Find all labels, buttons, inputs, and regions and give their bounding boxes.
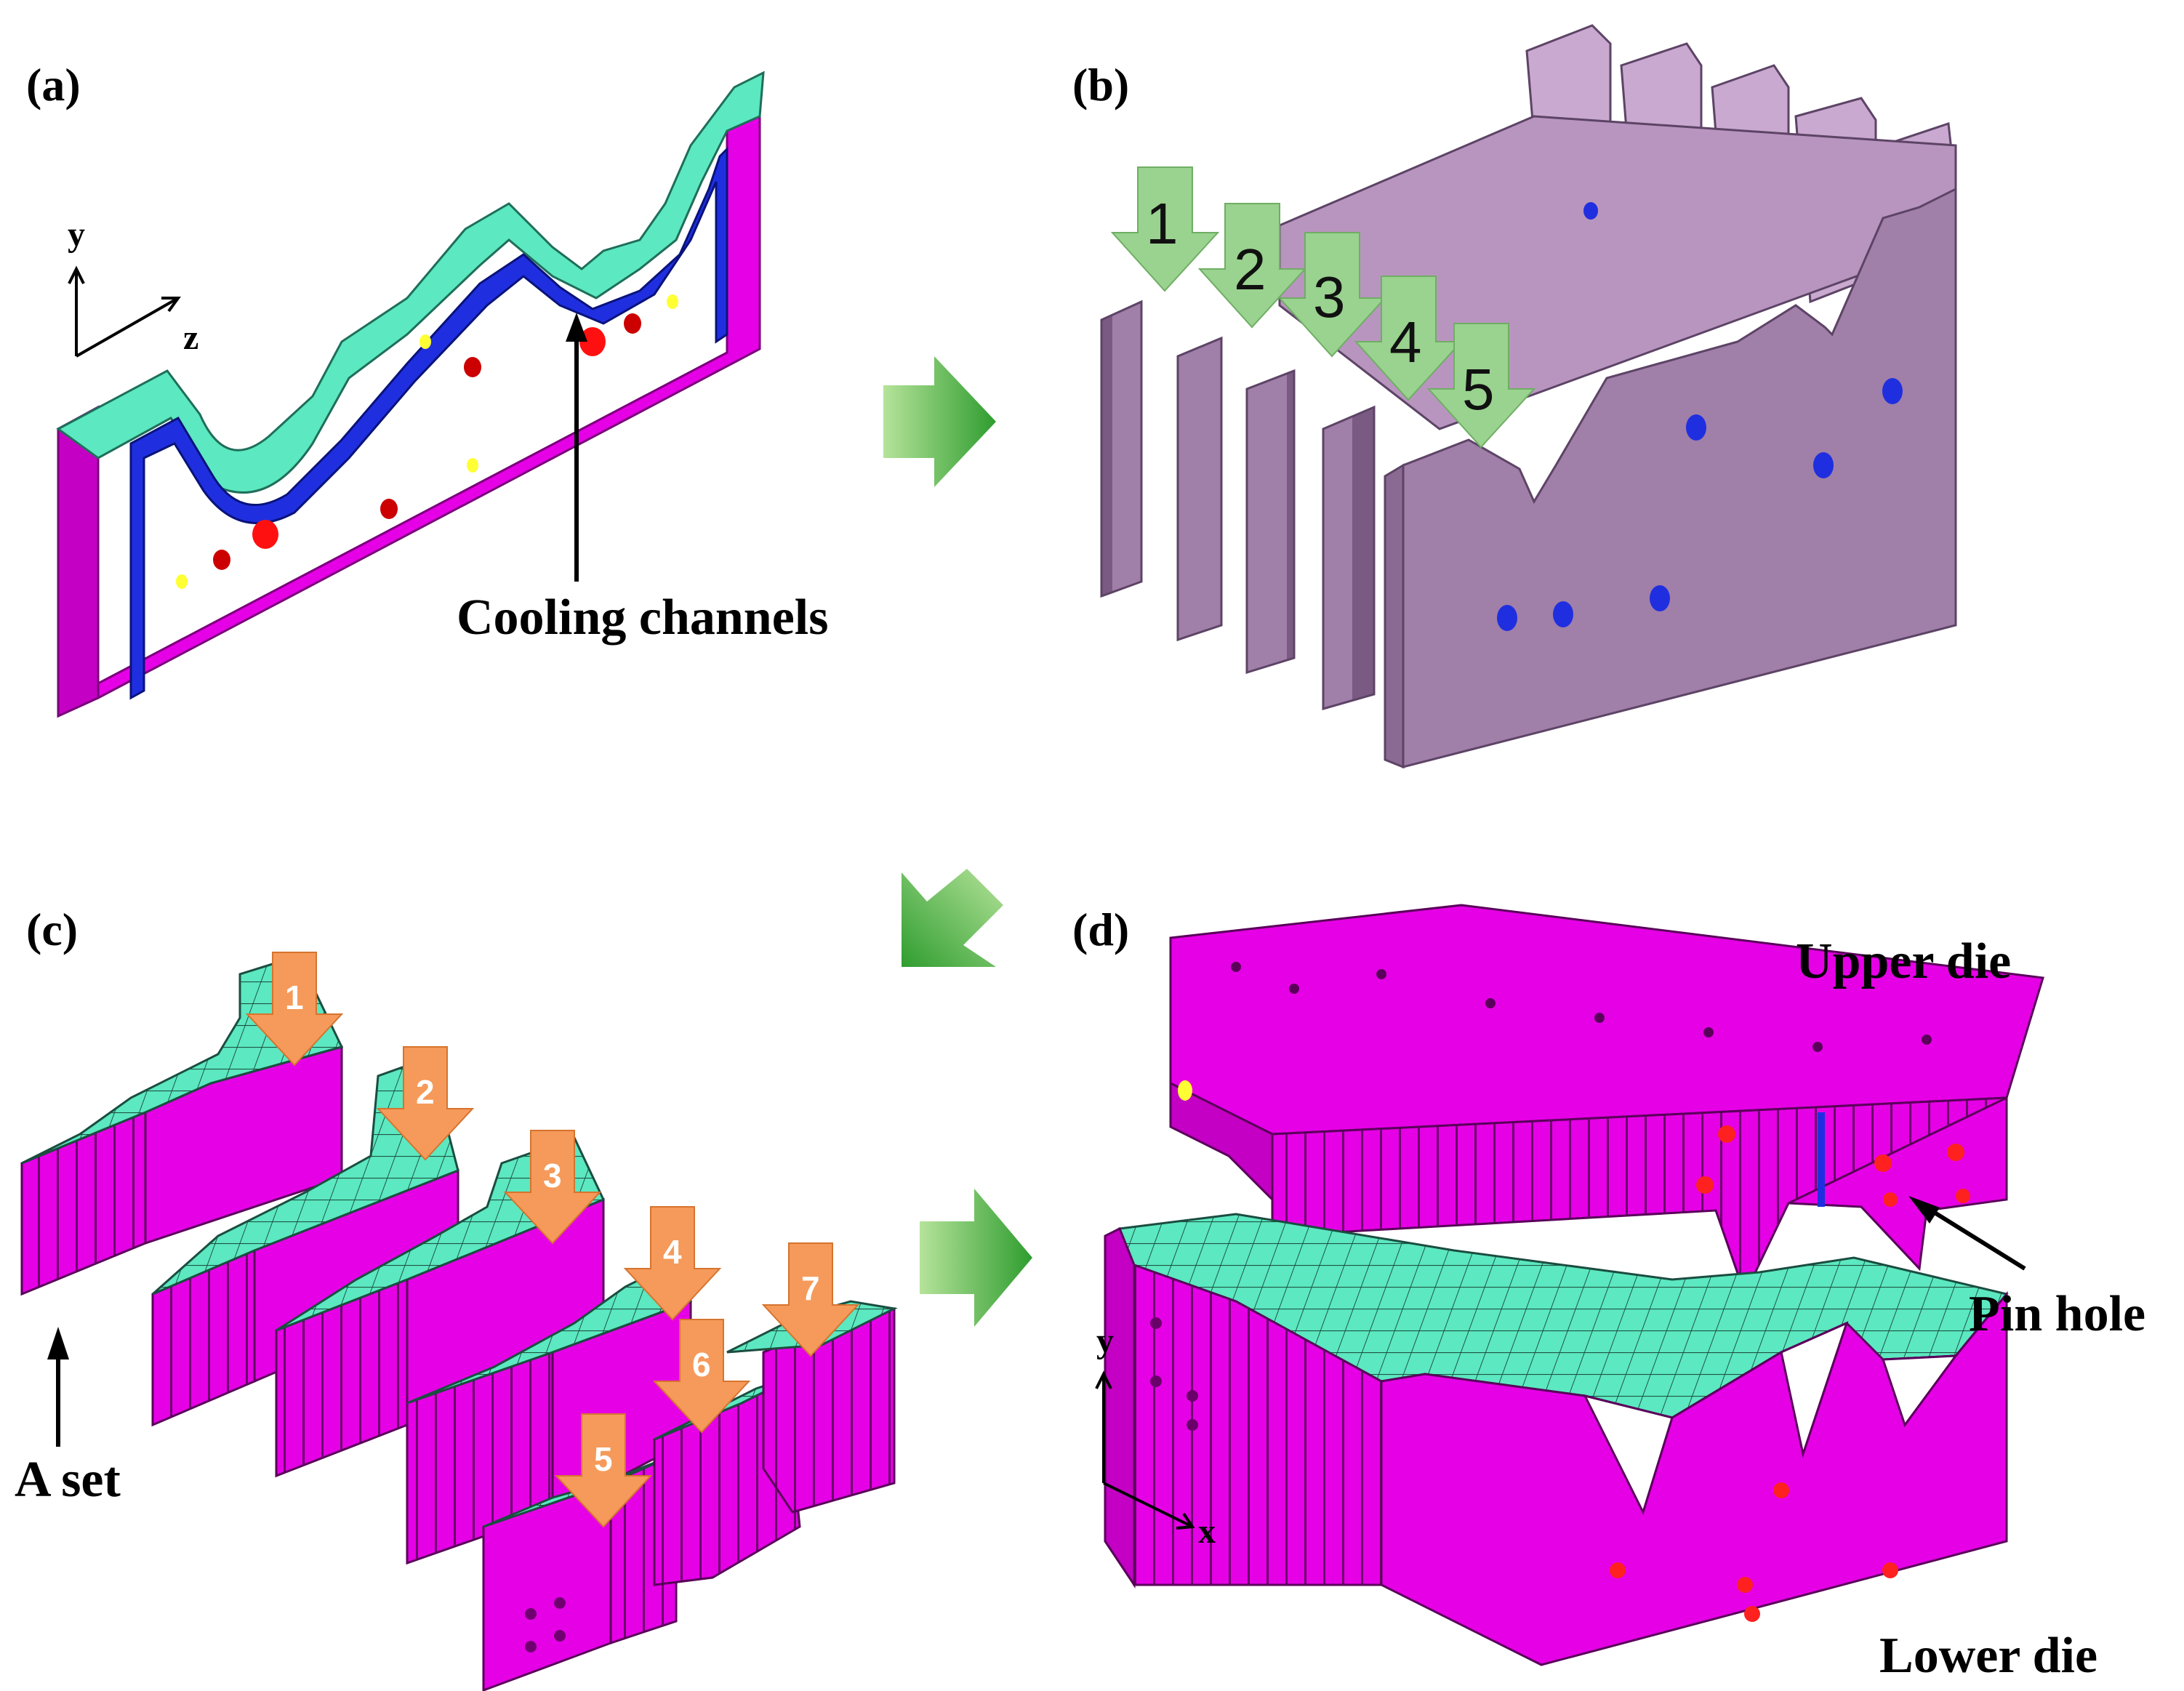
step-b-3: 3 [1313, 265, 1346, 329]
panel-b-label: (b) [1072, 59, 1129, 111]
panel-d: (d) [1072, 904, 2145, 1684]
step-b-2: 2 [1234, 237, 1266, 302]
lower-die-label: Lower die [1879, 1628, 2097, 1684]
cooling-channels-arrow [566, 313, 587, 582]
panel-d-axes [1095, 1370, 1195, 1530]
pin-hole-arrow [1908, 1196, 2026, 1271]
step-c-2: 2 [416, 1073, 435, 1111]
plate-front-face [1402, 187, 1957, 768]
step-b-4: 4 [1389, 310, 1422, 374]
cooling-channels-label: Cooling channels [457, 590, 829, 646]
die-top-surface [56, 71, 765, 494]
panel-a-holes [176, 294, 678, 589]
upper-die [1169, 904, 2044, 1297]
axis-x-label-d: x [1198, 1512, 1216, 1551]
step-c-7: 7 [801, 1269, 820, 1307]
orange-step-numbers: 1 2 3 4 5 6 7 [285, 979, 820, 1478]
cooling-channel-band [129, 146, 728, 700]
panel-b-holes [1497, 202, 1903, 631]
axis-z-label: z [183, 318, 198, 357]
upper-die-label: Upper die [1796, 933, 2011, 989]
panel-c-label: (c) [26, 904, 78, 955]
axis-y-label-d: y [1096, 1322, 1114, 1360]
lower-die [1104, 1213, 2009, 1666]
die-set-3 [275, 1136, 606, 1478]
panel-b: (b) [1072, 24, 1957, 769]
step-c-1: 1 [285, 979, 304, 1016]
pin-hole-label: Pin hole [1969, 1286, 2145, 1342]
flow-arrow-a-to-b [883, 356, 996, 487]
a-set-label: A set [15, 1452, 121, 1508]
plate-stack [1100, 24, 1957, 769]
orange-step-arrows [245, 952, 860, 1528]
step-c-6: 6 [692, 1346, 711, 1383]
green-step-arrows [1110, 166, 1536, 449]
axis-y-label: y [68, 215, 85, 254]
green-step-numbers: 1 2 3 4 5 [1146, 191, 1495, 422]
step-c-5: 5 [594, 1440, 613, 1478]
die-set-1 [20, 955, 344, 1296]
panel-c: (c) [15, 904, 898, 1691]
flow-arrow-b-to-c [902, 869, 1003, 967]
panel-a-axes [68, 265, 181, 358]
step-b-1: 1 [1146, 191, 1179, 256]
flow-arrow-c-to-d [920, 1189, 1032, 1327]
step-c-3: 3 [543, 1157, 562, 1194]
step-b-5: 5 [1462, 357, 1495, 422]
step-c-4: 4 [663, 1233, 682, 1271]
panel-a-label: (a) [26, 59, 81, 111]
panel-a: (a) y z [26, 59, 829, 718]
a-set-arrow [47, 1327, 69, 1447]
panel-d-label: (d) [1072, 904, 1129, 955]
